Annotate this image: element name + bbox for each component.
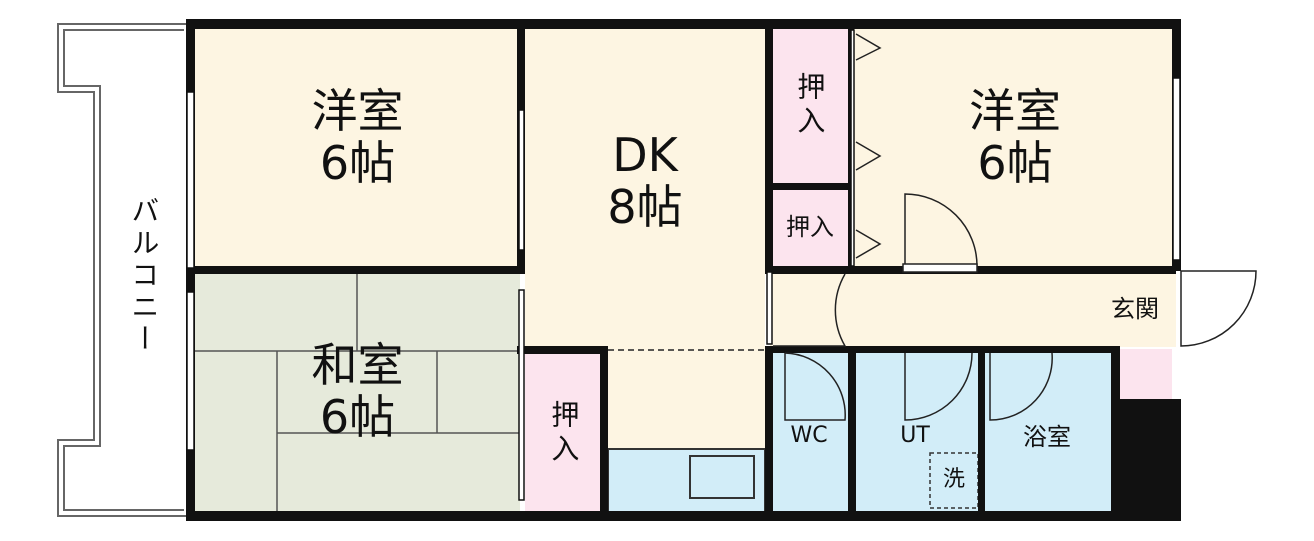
- wc-floor: [770, 352, 848, 513]
- japanese-room-label: 和室 6帖: [195, 338, 520, 444]
- western-room-left-floor: [195, 29, 520, 269]
- ut-label: UT: [900, 423, 930, 448]
- closet-bottom-label: 押入: [547, 400, 581, 468]
- japanese-room-size: 6帖: [319, 389, 396, 444]
- kitchen-counter: [607, 448, 766, 514]
- closet-top-floor: [770, 29, 850, 184]
- western-room-right-floor: [853, 29, 1176, 269]
- western-room-right-name: 洋室: [969, 84, 1061, 138]
- wc-label: WC: [790, 423, 828, 448]
- hallway-floor: [770, 269, 1176, 347]
- western-room-left-name: 洋室: [311, 84, 404, 138]
- dk-name: DK: [612, 128, 678, 182]
- closet-top-label: 押入: [793, 72, 827, 140]
- japanese-room-name: 和室: [311, 338, 404, 392]
- door-swings: [608, 33, 1257, 421]
- dk-label: DK 8帖: [525, 128, 765, 234]
- closet-bottom-floor: [525, 352, 603, 513]
- balcony-inner-outline: [63, 29, 184, 511]
- ut-floor: [853, 352, 978, 513]
- western-room-right-size: 6帖: [977, 135, 1053, 190]
- windows: [186, 29, 1181, 501]
- closet-mid-floor: [770, 190, 850, 266]
- washer-label: 洗: [942, 467, 965, 492]
- western-room-right-label: 洋室 6帖: [900, 84, 1130, 190]
- dk-lower-floor: [608, 349, 765, 449]
- western-room-left-size: 6帖: [319, 135, 396, 190]
- balcony-label: バルコニー: [127, 196, 161, 356]
- dk-floor: [525, 29, 765, 349]
- western-room-left-label: 洋室 6帖: [195, 84, 520, 190]
- closet-mid-label: 押入: [786, 213, 834, 241]
- balcony-outline: [57, 23, 190, 517]
- dk-size: 8帖: [607, 179, 683, 234]
- bath-floor: [983, 352, 1111, 513]
- entrance-label: 玄関: [1111, 295, 1159, 323]
- tatami-lines: [195, 272, 520, 513]
- kitchen-sink: [689, 455, 755, 499]
- bath-label: 浴室: [1023, 423, 1071, 451]
- entrance-storage-floor: [1120, 349, 1172, 399]
- washer-space: [929, 452, 979, 509]
